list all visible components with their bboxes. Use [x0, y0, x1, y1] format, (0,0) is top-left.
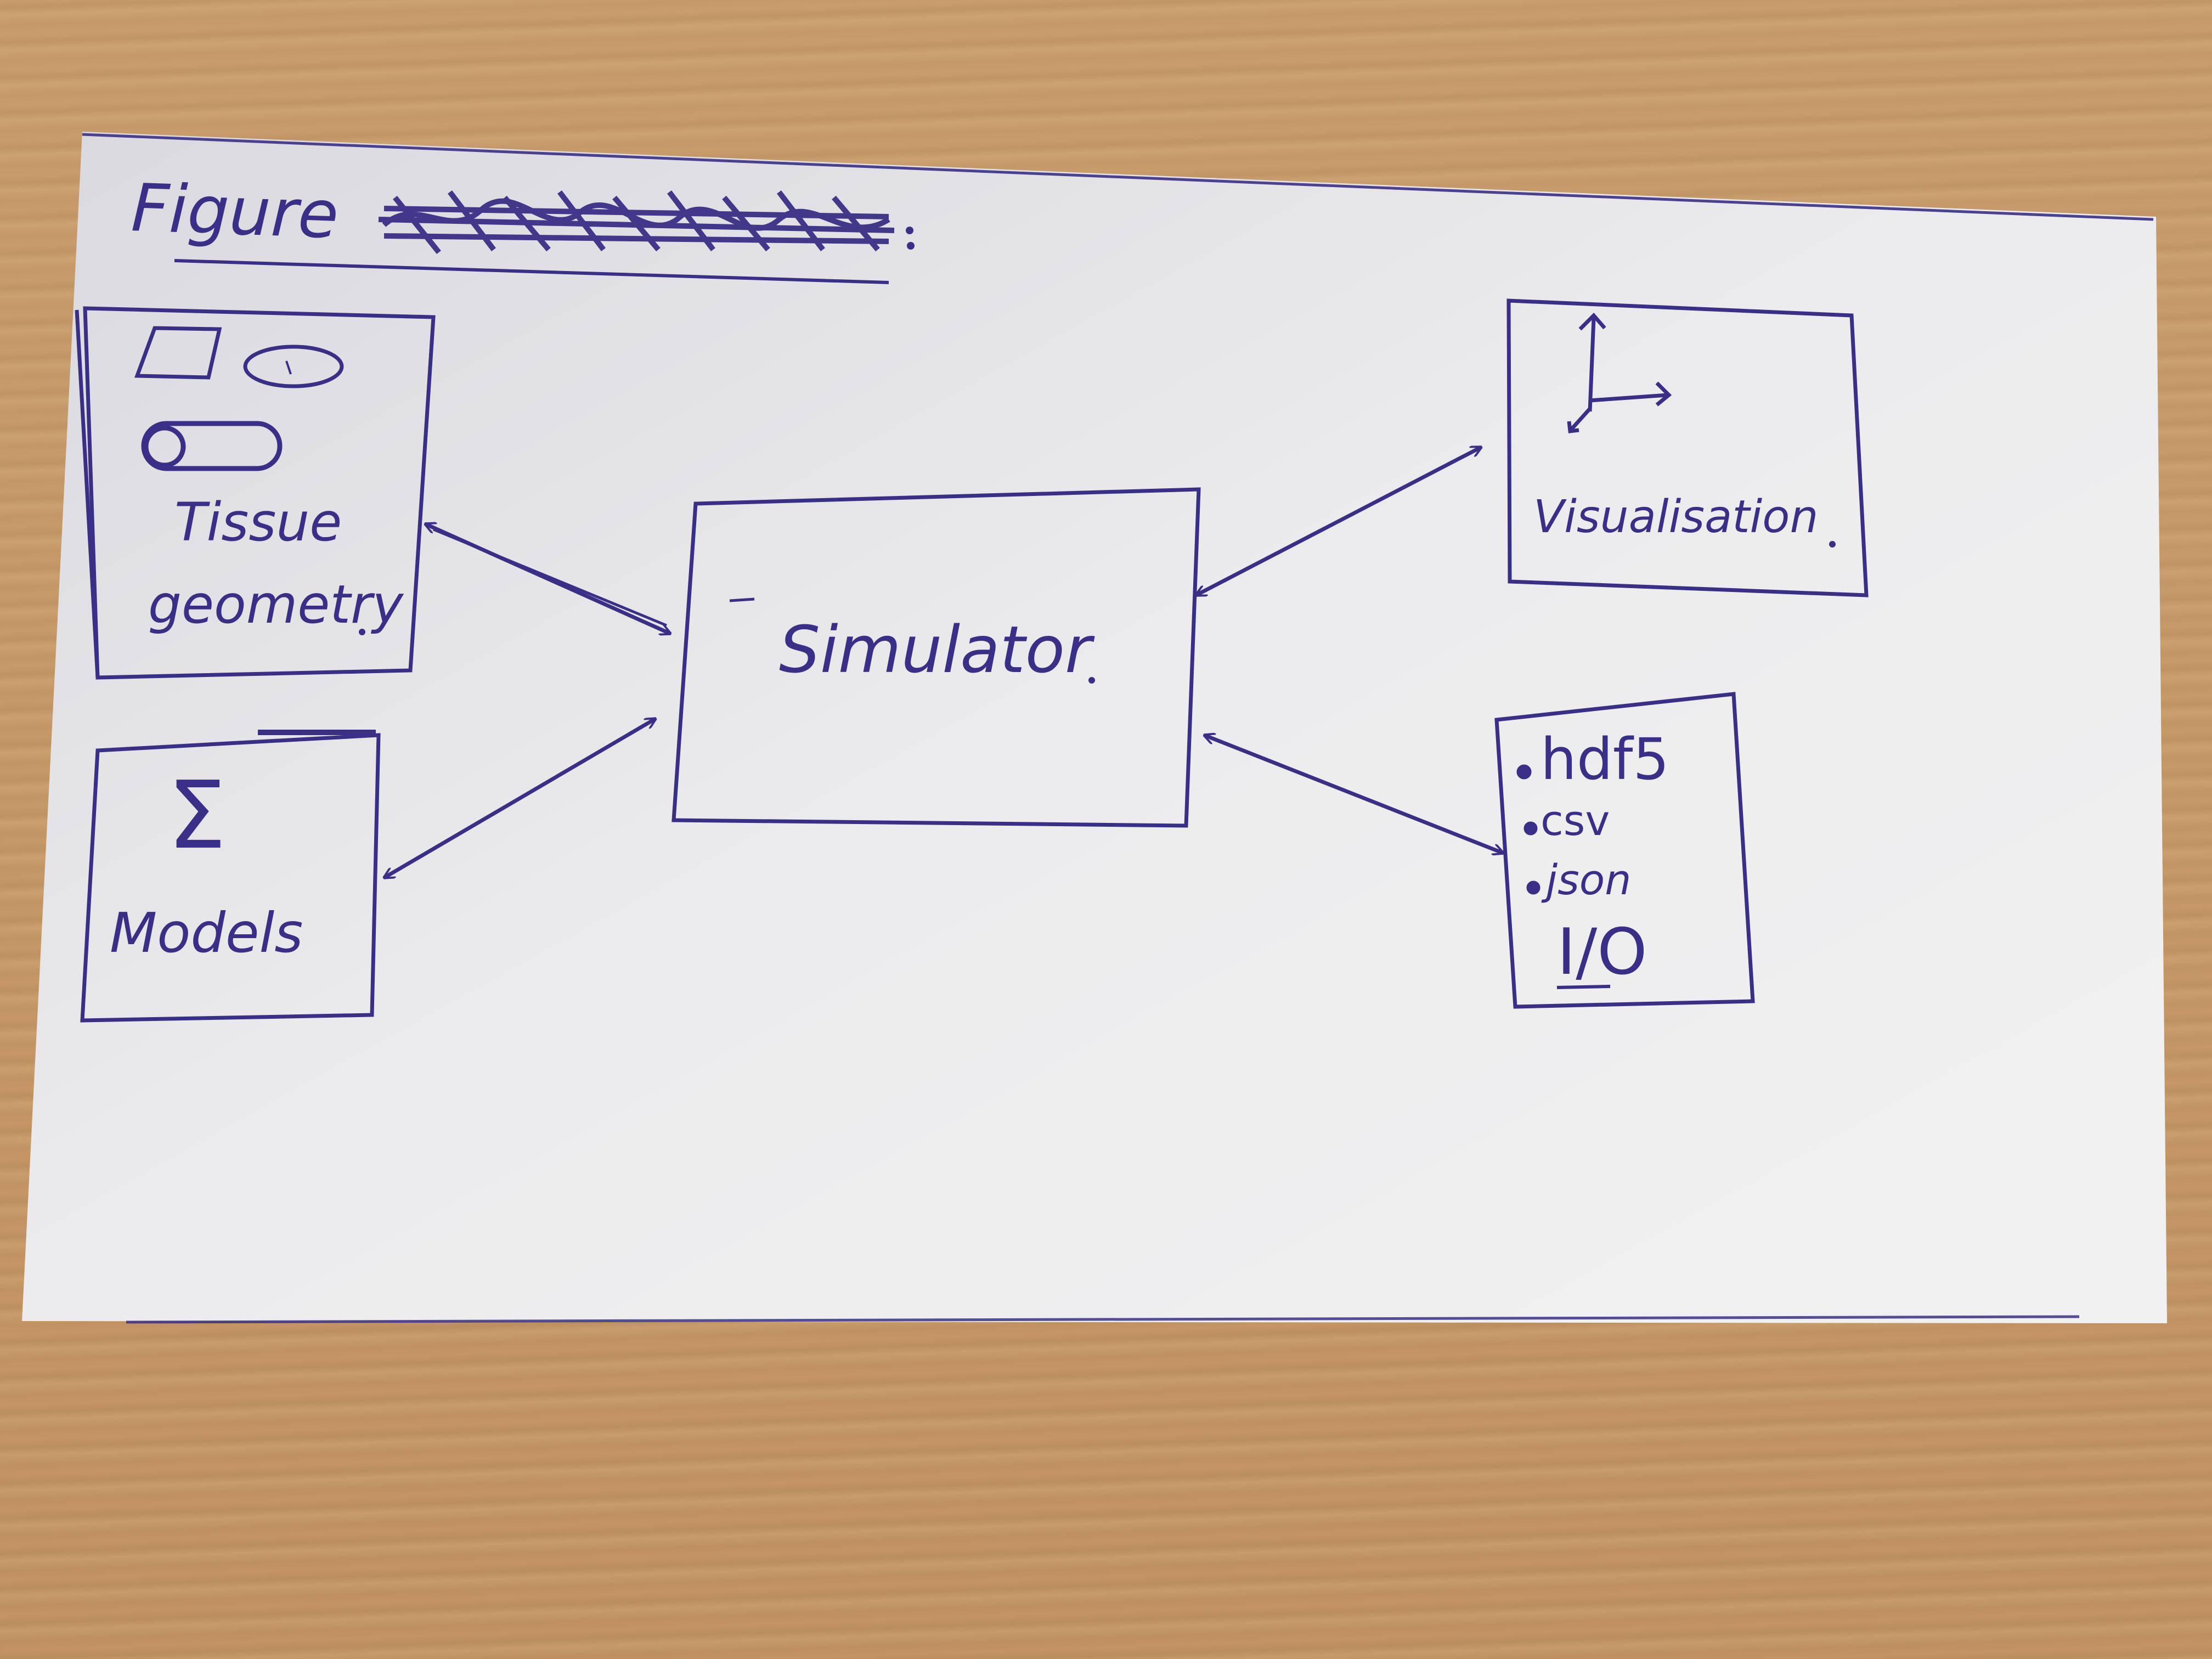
axes-icon: [1567, 312, 1672, 433]
tissue-geometry-node: Tissue geometry: [75, 306, 436, 680]
io-item-hdf5: hdf5: [1541, 726, 1669, 793]
visualisation-node: Visualisation: [1506, 298, 1869, 597]
figure-title: Figure: [130, 170, 915, 284]
tissue-label-line2: geometry: [148, 574, 404, 635]
sigma-symbol: Σ: [167, 761, 226, 870]
edge-models-simulator: [384, 719, 656, 878]
capsule-icon: [141, 421, 283, 471]
scribbled-out-text: [378, 190, 895, 255]
title-word: Figure: [130, 170, 340, 253]
title-underline: [174, 259, 889, 284]
io-node: hdf5 csv json I/O: [1494, 692, 1755, 1009]
simulator-label: Simulator: [779, 612, 1095, 687]
edge-simulator-io: [1204, 735, 1503, 853]
paper-sheet: [22, 132, 2167, 1323]
io-item-csv: csv: [1541, 796, 1610, 845]
parallelogram-icon: [134, 326, 222, 380]
tissue-label-line1: Tissue: [174, 492, 342, 553]
edges: [384, 445, 1503, 878]
ellipse-icon: [243, 345, 344, 388]
io-item-json: json: [1541, 855, 1631, 904]
simulator-node: Simulator: [672, 487, 1201, 828]
models-label: Models: [110, 901, 303, 965]
models-node: Σ Models: [80, 730, 381, 1023]
io-label: I/O: [1557, 915, 1647, 989]
visualisation-label: Visualisation: [1533, 491, 1818, 543]
edge-simulator-visualisation: [1196, 445, 1481, 597]
